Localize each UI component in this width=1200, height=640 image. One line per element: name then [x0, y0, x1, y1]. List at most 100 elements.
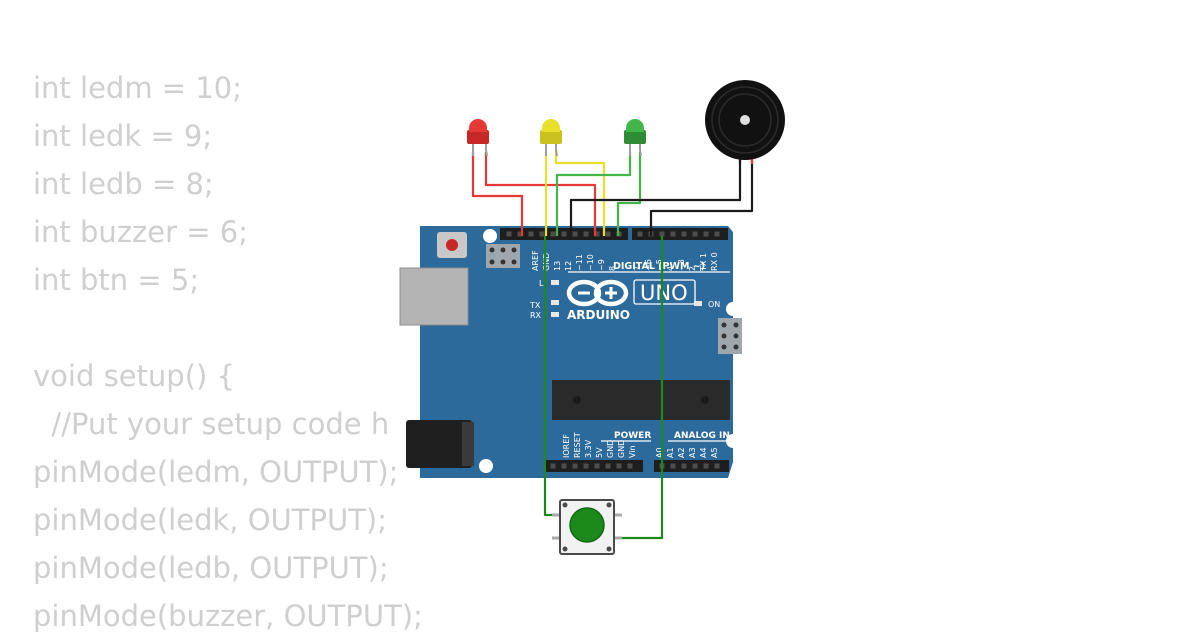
on-led	[694, 301, 702, 306]
wire-green-led-cathode	[555, 152, 632, 236]
header-pin	[550, 463, 556, 469]
uno-label: UNO	[640, 281, 688, 305]
wire-buzzer-signal	[649, 160, 754, 236]
pin-label: ~5	[655, 259, 664, 271]
power-label: POWER	[614, 431, 651, 441]
pin-label: AREF	[531, 250, 540, 271]
header-pin	[605, 231, 611, 237]
wire-red-led-cathode	[471, 152, 524, 236]
code-line: pinMode(ledb, OUTPUT);	[33, 551, 389, 585]
tx-label: TX	[529, 301, 541, 310]
header-pin	[605, 463, 611, 469]
atmega-chip	[552, 380, 730, 420]
rx-led	[551, 312, 559, 317]
push-button[interactable]	[552, 499, 622, 555]
dc-power-jack	[406, 420, 474, 468]
header-pin	[659, 231, 665, 237]
power-header	[545, 460, 643, 472]
pin-label: 12	[564, 261, 573, 271]
header-pin	[550, 231, 556, 237]
pin-label: ~11	[575, 254, 584, 271]
code-line: int ledk = 9;	[33, 119, 213, 153]
code-line: void setup() {	[33, 359, 235, 393]
header-pin	[616, 463, 622, 469]
pin-label: RESET	[573, 432, 582, 458]
pin-label: A1	[666, 447, 675, 458]
wire-button-signal	[614, 236, 664, 540]
header-pin	[670, 231, 676, 237]
header-pin	[670, 463, 676, 469]
header-pin	[714, 231, 720, 237]
code-line: int btn = 5;	[33, 263, 200, 297]
pin-label: GND	[542, 253, 551, 271]
piezo-buzzer	[705, 80, 785, 164]
on-label: ON	[708, 300, 720, 309]
pin-label: A2	[677, 447, 686, 458]
header-pin	[681, 463, 687, 469]
usb-port	[399, 267, 469, 326]
mount-hole	[479, 459, 493, 473]
header-pin	[528, 231, 534, 237]
header-pin	[703, 463, 709, 469]
wire-buzzer-gnd	[569, 160, 742, 236]
pin-label: 13	[553, 261, 562, 271]
pin-label: 2	[688, 266, 697, 271]
header-pin	[506, 231, 512, 237]
code-line: pinMode(ledk, OUTPUT);	[33, 503, 387, 537]
l-led	[551, 280, 559, 285]
pin-label: A3	[688, 447, 697, 458]
l-label: L	[539, 279, 544, 288]
yellow-led	[540, 119, 562, 157]
pin-label: RX 0	[710, 252, 719, 271]
wire-red-led-anode	[484, 152, 597, 236]
header-pin	[583, 463, 589, 469]
header-pin	[539, 231, 545, 237]
arduino-logo-icon	[566, 279, 629, 307]
tx-led	[551, 300, 559, 305]
rx-label: RX	[530, 311, 542, 320]
green-led	[624, 119, 646, 157]
code-line: pinMode(buzzer, OUTPUT);	[33, 599, 423, 633]
pin-label: GND	[617, 440, 626, 458]
arduino-wordmark: ARDUINO	[567, 308, 630, 322]
header-pin	[703, 231, 709, 237]
header-pin	[692, 231, 698, 237]
analog-header	[654, 460, 729, 472]
pin-label: TX 1	[699, 253, 708, 272]
wire-yellow-led-anode	[554, 150, 606, 236]
pin-label: ~10	[586, 254, 595, 271]
pin-label: A4	[699, 447, 708, 458]
pin-label: 7	[633, 266, 642, 271]
header-pin	[594, 231, 600, 237]
header-pin	[627, 463, 633, 469]
pin-label: 3.3V	[584, 439, 593, 458]
pin-label: ~6	[644, 259, 653, 271]
header-pin	[572, 463, 578, 469]
header-pin	[583, 231, 589, 237]
header-pin	[561, 231, 567, 237]
pin-label: 5V	[595, 447, 604, 458]
reset-button[interactable]	[437, 232, 467, 258]
code-line: int ledb = 8;	[33, 167, 214, 201]
digital-label: DIGITAL (PWM ~)	[613, 261, 705, 272]
pin-label: IOREF	[562, 434, 571, 458]
header-pin	[594, 463, 600, 469]
pin-label: A0	[655, 447, 664, 458]
analog-label: ANALOG IN	[674, 431, 730, 441]
mount-hole	[726, 434, 740, 448]
pin-label: GND	[606, 440, 615, 458]
icsp-header-top	[486, 244, 520, 268]
header-pin	[692, 463, 698, 469]
red-led	[467, 119, 489, 157]
header-pin	[637, 231, 643, 237]
pin-label: A5	[710, 447, 719, 458]
header-pin	[714, 463, 720, 469]
pin-label: 4	[666, 266, 675, 271]
pin-label: ~9	[597, 259, 606, 271]
wire-green-led-anode	[616, 152, 642, 236]
